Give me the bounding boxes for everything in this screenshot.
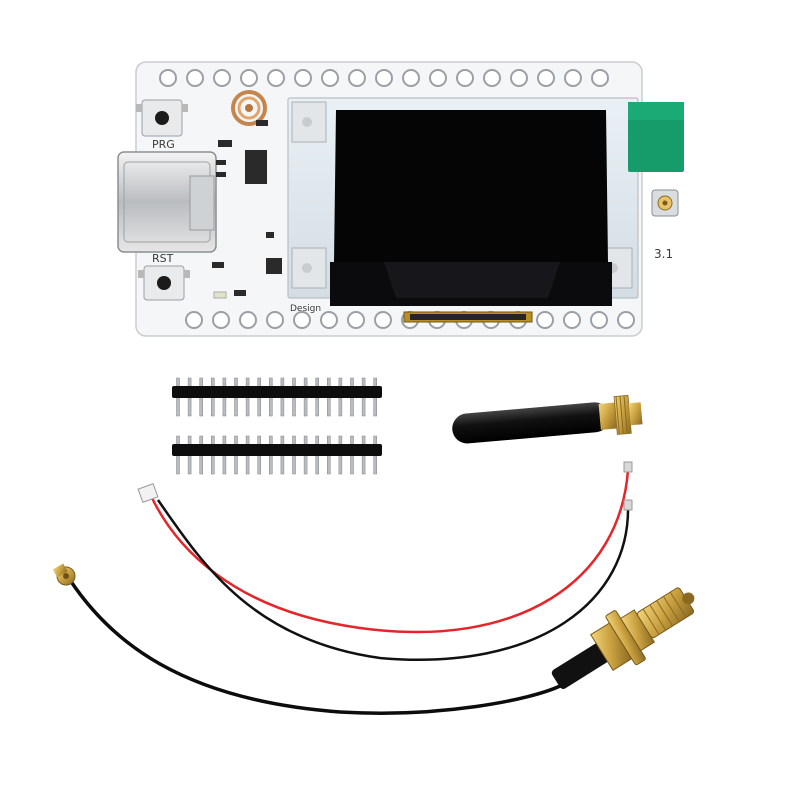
header-pad [186, 69, 204, 87]
ipex-connector [651, 189, 679, 217]
rst-button [138, 265, 190, 301]
header-pad [402, 69, 420, 87]
header-pad [590, 311, 608, 329]
design-label: Design [290, 304, 321, 314]
header-pad [185, 311, 203, 329]
header-pad [239, 311, 257, 329]
sma-connector [551, 587, 695, 689]
header-pad [320, 311, 338, 329]
oled-screen [330, 110, 612, 323]
header-pads-top [159, 69, 609, 87]
header-plastic-strip [172, 444, 382, 456]
prg-label: PRG [152, 138, 175, 151]
ipex-to-sma-pigtail [52, 563, 695, 715]
header-pad [537, 69, 555, 87]
header-pad [348, 69, 366, 87]
header-pad [240, 69, 258, 87]
header-pad [483, 69, 501, 87]
pin-header-top [172, 377, 382, 417]
jst-plug [137, 483, 159, 503]
lora-dev-board: PRG RST [117, 61, 684, 337]
header-pad [429, 69, 447, 87]
header-pad [617, 311, 635, 329]
header-pad [375, 69, 393, 87]
header-pad [293, 311, 311, 329]
header-pad [374, 311, 392, 329]
header-pad [510, 69, 528, 87]
rubber-antenna [452, 394, 643, 444]
pin-header-bottom [172, 435, 382, 475]
header-pad [159, 69, 177, 87]
header-pad [347, 311, 365, 329]
header-pad [456, 69, 474, 87]
prg-button [136, 99, 188, 137]
header-pad [321, 69, 339, 87]
header-pad [591, 69, 609, 87]
header-plastic-strip [172, 386, 382, 398]
header-pad [294, 69, 312, 87]
status-led [213, 291, 227, 299]
version-label: 3.1 [654, 247, 673, 261]
header-pad [267, 69, 285, 87]
header-pad [266, 311, 284, 329]
header-pad [536, 311, 554, 329]
header-pad [563, 311, 581, 329]
rst-label: RST [152, 252, 174, 265]
battery-cable [137, 461, 633, 661]
header-pad [213, 69, 231, 87]
usb-c-connector [117, 151, 217, 253]
header-pad [564, 69, 582, 87]
header-pad [212, 311, 230, 329]
ipex-plug [52, 563, 76, 586]
copper-coil [231, 90, 267, 126]
